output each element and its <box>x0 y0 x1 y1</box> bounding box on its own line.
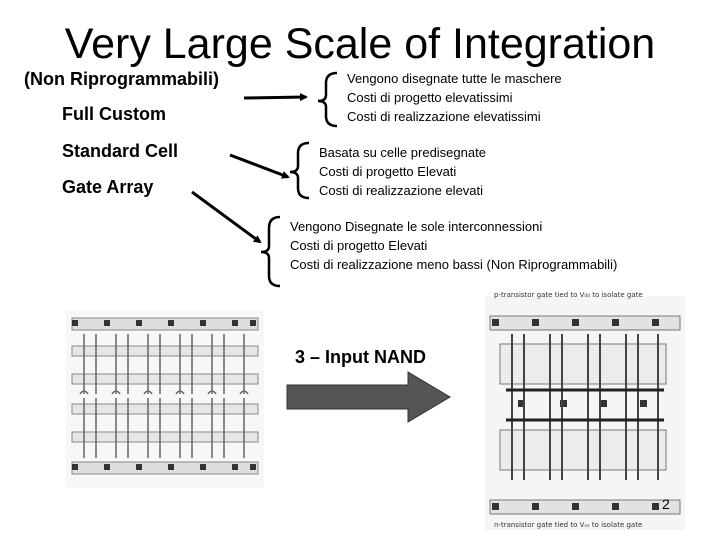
connector-arrow <box>191 190 262 244</box>
description-line: Vengono Disegnate le sole interconnessio… <box>290 219 543 234</box>
caption-bottom: n-transistor gate tied to Vₛₛ to isolate… <box>494 521 643 529</box>
description-line: Costi di progetto Elevati <box>319 164 457 179</box>
nand-label: 3 – Input NAND <box>295 347 427 367</box>
description-line: Costi di progetto Elevati <box>290 238 428 253</box>
page-number: 2 <box>662 496 670 512</box>
caption-top: p-transistor gate tied to V₀₀ to isolate… <box>494 291 643 299</box>
standard-cell-description: Basata su celle predisegnate Costi di pr… <box>319 143 486 200</box>
connector-arrow <box>243 93 308 102</box>
description-line: Basata su celle predisegnate <box>319 145 486 160</box>
slide-title: Very Large Scale of Integration <box>64 20 656 68</box>
gate-array-description: Vengono Disegnate le sole interconnessio… <box>290 217 617 274</box>
category-full-custom: Full Custom <box>62 104 166 124</box>
gate-array-layout-image <box>66 310 264 488</box>
description-line: Costi di progetto elevatissimi <box>347 90 513 105</box>
category-standard-cell: Standard Cell <box>62 141 179 161</box>
bracket <box>317 71 338 128</box>
big-arrow <box>286 371 451 423</box>
full-custom-description: Vengono disegnate tutte le maschere Cost… <box>347 69 562 126</box>
subtitle: (Non Riprogrammabili) <box>24 69 220 89</box>
connector-arrow <box>229 153 290 179</box>
description-line: Costi di realizzazione meno bassi (Non R… <box>290 257 618 272</box>
bracket <box>289 141 310 200</box>
description-line: Vengono disegnate tutte le maschere <box>347 71 562 86</box>
bracket <box>260 215 281 288</box>
category-gate-array: Gate Array <box>62 177 154 197</box>
nand-layout-image <box>485 296 685 530</box>
description-line: Costi di realizzazione elevatissimi <box>347 109 541 124</box>
description-line: Costi di realizzazione elevati <box>319 183 484 198</box>
